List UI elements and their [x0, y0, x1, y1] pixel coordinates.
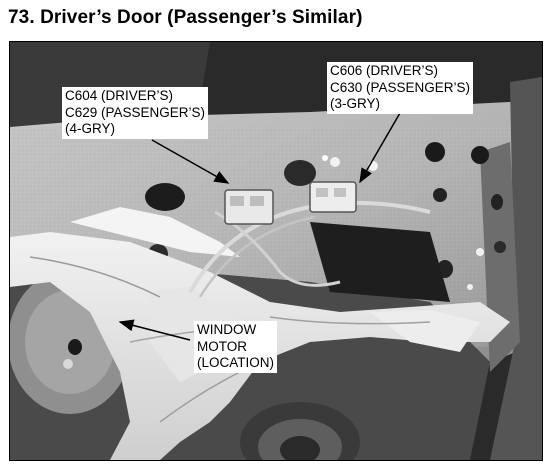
callout-c606-c630: C606 (DRIVER’S) C630 (PASSENGER’S) (3-GR…: [327, 62, 474, 114]
callout-c604-line1: C604 (DRIVER’S): [65, 88, 174, 103]
callout-c604-c629: C604 (DRIVER’S) C629 (PASSENGER’S) (4-GR…: [62, 87, 209, 139]
figure-title: 73. Driver’s Door (Passenger’s Similar): [8, 7, 363, 28]
callout-c604-line2: C629 (PASSENGER’S): [65, 104, 206, 120]
callout-motor-line1: WINDOW: [197, 322, 257, 337]
callout-c604-line3: (4-GRY): [65, 121, 116, 136]
callout-motor-line2: MOTOR: [197, 338, 247, 354]
callout-window-motor: WINDOW MOTOR (LOCATION): [194, 321, 277, 373]
door-interior-photo: [9, 41, 543, 461]
callout-c606-line1: C606 (DRIVER’S): [330, 63, 439, 78]
callout-c606-line3: (3-GRY): [330, 96, 381, 111]
callout-motor-line3: (LOCATION): [197, 355, 274, 370]
callout-c606-line2: C630 (PASSENGER’S): [330, 79, 471, 95]
